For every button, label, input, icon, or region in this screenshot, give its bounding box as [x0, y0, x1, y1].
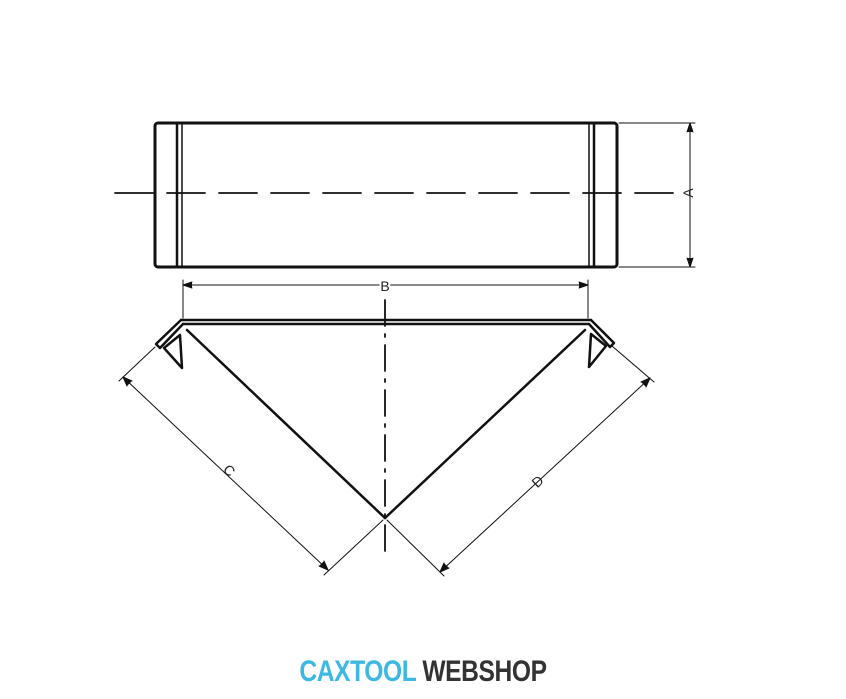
top-view: [114, 121, 676, 269]
logo-webshop: WEBSHOP: [422, 655, 547, 688]
dimension-label-b: B: [380, 278, 389, 294]
caxtool-webshop-logo: CAXTOOL WEBSHOP: [76, 655, 770, 689]
dimension-a: [618, 122, 696, 268]
dimension-d: [386, 345, 655, 577]
dimension-label-a: A: [680, 188, 696, 198]
front-view: [154, 299, 616, 553]
logo-caxtool: CAXTOOL: [299, 655, 416, 688]
dimension-label-c: C: [220, 461, 238, 480]
top-view-outline: [153, 121, 619, 269]
dimension-b: [182, 279, 589, 319]
dimension-c: [118, 346, 384, 576]
